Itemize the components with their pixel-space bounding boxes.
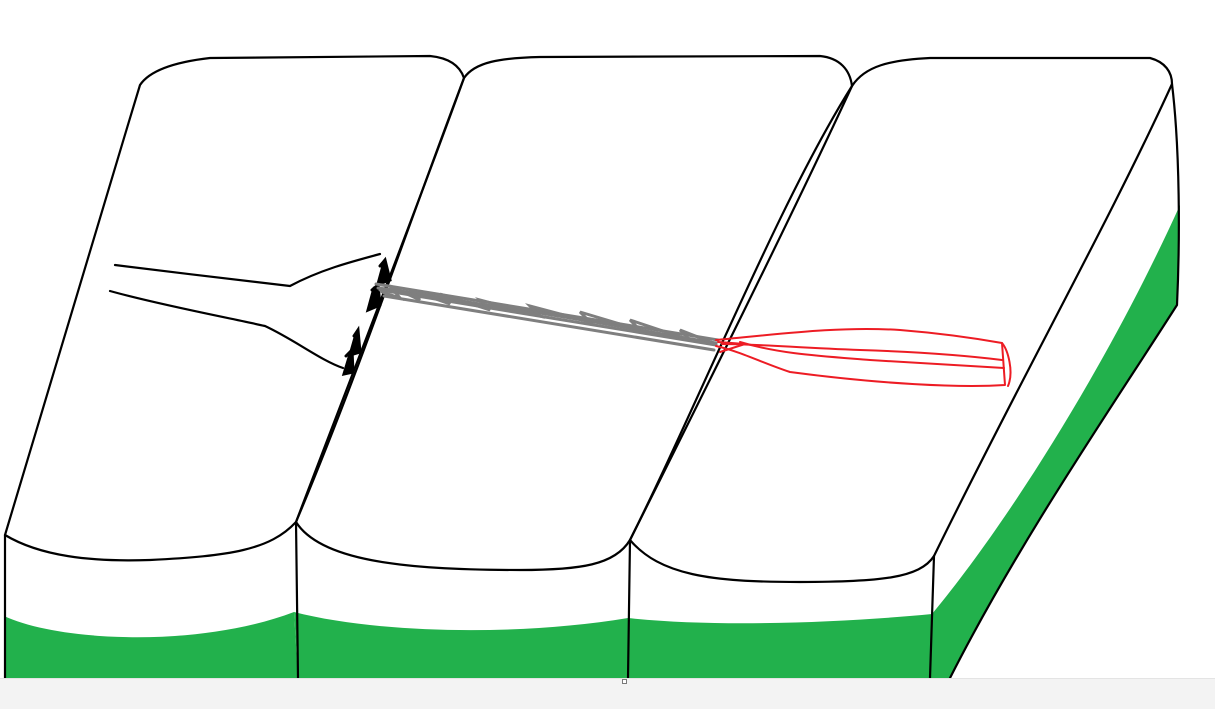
fork-tine-top: [113, 252, 382, 288]
seam-hatch-marks: [341, 256, 392, 377]
fork-shape: [108, 252, 382, 370]
front-edge-3: [928, 554, 936, 678]
mattress-outline: [3, 54, 1180, 678]
front-edge-1: [294, 520, 300, 678]
fork-tine-bottom: [108, 289, 345, 370]
front-edge-2: [626, 538, 632, 678]
drawing-canvas[interactable]: [0, 0, 1215, 678]
green-strip-middle: [294, 612, 628, 678]
canvas-resize-handle[interactable]: [622, 679, 627, 684]
cushion-2-outline: [294, 54, 854, 572]
mattress-right-edge: [948, 82, 1180, 678]
green-strip-left: [4, 612, 298, 678]
cushion-3-outline: [628, 56, 1174, 584]
cushion-1-outline: [3, 54, 466, 562]
green-strip-right: [628, 614, 932, 678]
drawing-svg: [3, 54, 1180, 678]
green-strip-side: [930, 205, 1180, 678]
canvas-status-strip: [0, 678, 1215, 709]
gray-scribble-bar: [374, 282, 720, 352]
red-cone-shape: [715, 327, 1012, 387]
